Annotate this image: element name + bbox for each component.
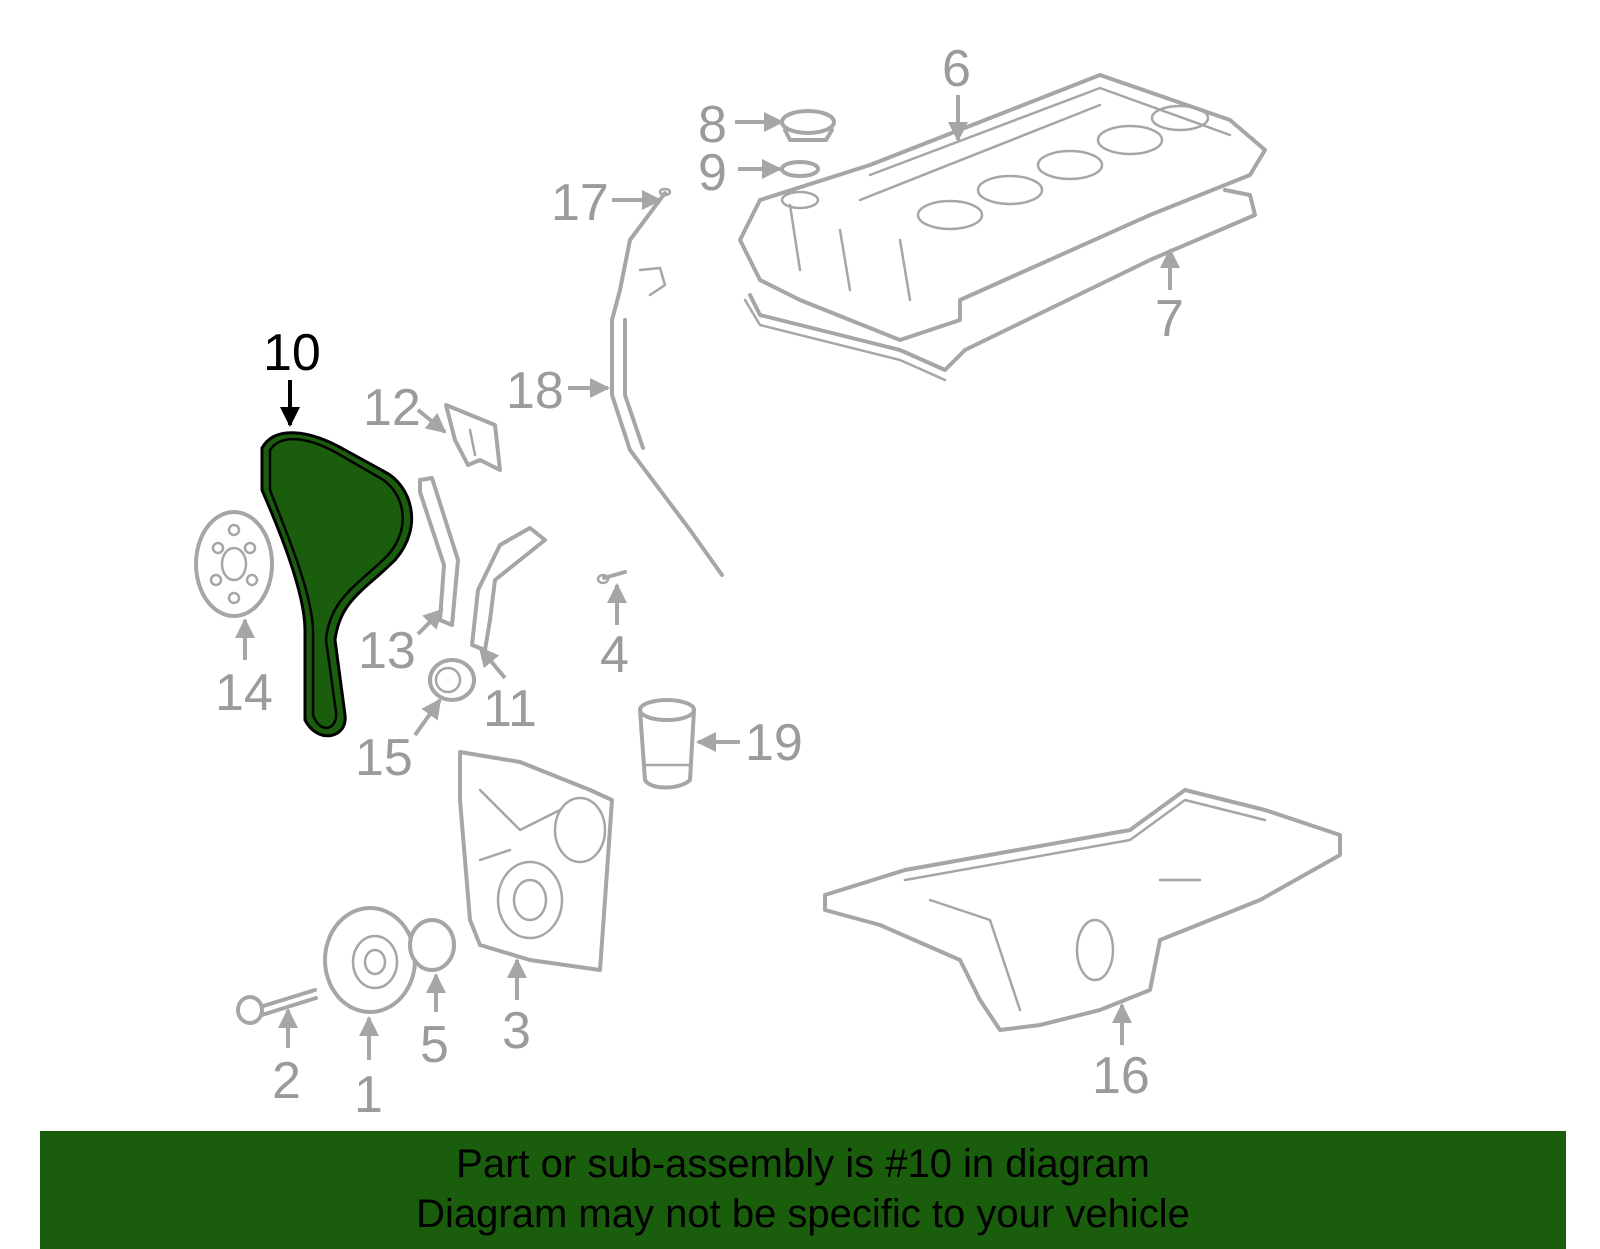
oil-pan-part-16[interactable] [823, 788, 1342, 1032]
crank-sprocket-part-15[interactable] [428, 658, 476, 702]
flex-plate-part-14[interactable] [194, 510, 274, 618]
chain-guide-part-13[interactable] [418, 476, 460, 627]
callout-5: 5 [420, 1016, 449, 1074]
callout-14: 14 [215, 664, 273, 722]
dipstick-part-17[interactable] [610, 187, 672, 322]
valve-cover-gasket-part-7[interactable] [743, 188, 1257, 382]
tensioner-arm-part-11[interactable] [470, 526, 547, 652]
banner-line-2: Diagram may not be specific to your vehi… [416, 1192, 1190, 1236]
callout-11: 11 [483, 680, 537, 738]
bolt-part-4[interactable] [596, 570, 627, 585]
callout-3: 3 [502, 1002, 531, 1060]
callout-16: 16 [1092, 1047, 1150, 1105]
callout-9: 9 [698, 144, 727, 202]
oil-filter-part-19[interactable] [638, 698, 696, 790]
timing-chain-part-10[interactable] [260, 431, 414, 738]
callout-4: 4 [600, 626, 629, 684]
callout-10: 10 [263, 324, 321, 382]
seal-part-5[interactable] [408, 918, 456, 972]
oil-filler-cap-part-8[interactable] [780, 109, 836, 142]
callout-12: 12 [363, 379, 421, 437]
callout-1: 1 [354, 1066, 383, 1124]
o-ring-part-9[interactable] [780, 160, 820, 178]
banner-line-1: Part or sub-assembly is #10 in diagram [456, 1142, 1150, 1186]
callout-17: 17 [551, 174, 609, 232]
callout-arrows [235, 95, 1180, 1060]
callout-6: 6 [942, 40, 971, 98]
crank-pulley-part-1[interactable] [323, 906, 417, 1014]
valve-cover-part-6[interactable] [738, 73, 1267, 342]
front-cover-part-3[interactable] [458, 750, 614, 972]
crank-bolt-part-2[interactable] [236, 988, 318, 1025]
callout-8: 8 [698, 96, 727, 154]
info-banner: Part or sub-assembly is #10 in diagram D… [40, 1131, 1566, 1249]
callout-2: 2 [272, 1052, 301, 1110]
callout-18: 18 [506, 362, 564, 420]
callout-13: 13 [358, 622, 416, 680]
dipstick-tube-part-18[interactable] [610, 266, 724, 577]
callout-15: 15 [355, 729, 413, 787]
bracket-part-12[interactable] [444, 403, 502, 472]
callout-19: 19 [745, 714, 803, 772]
callout-7: 7 [1155, 290, 1184, 348]
